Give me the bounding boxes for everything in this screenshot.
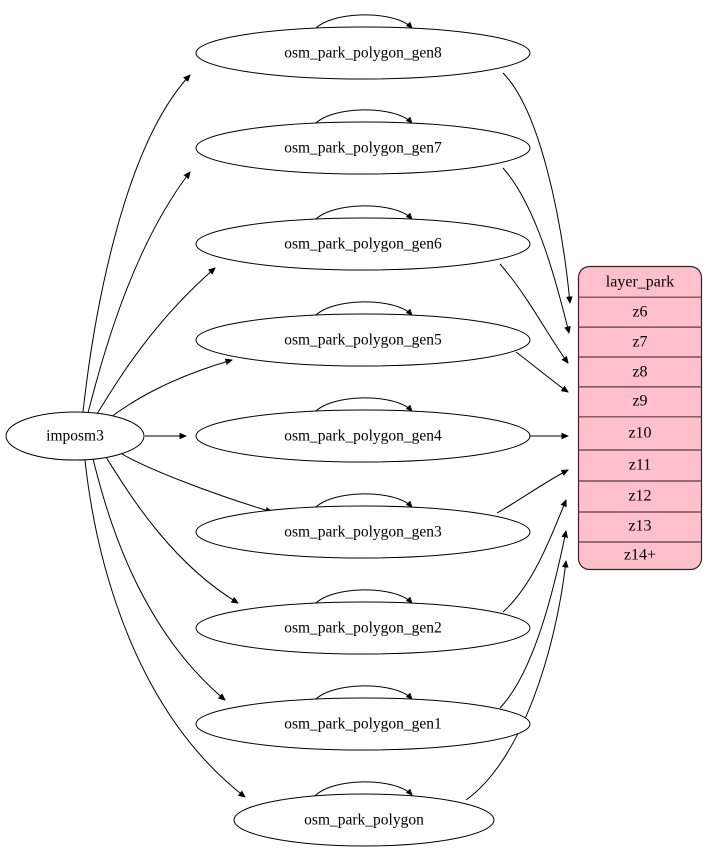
- edge-imposm3-to-gen6: [96, 268, 215, 415]
- edges-source-to-tables: [82, 75, 272, 797]
- layer-park-header: layer_park: [606, 274, 674, 291]
- layer-park-row-z8[interactable]: z8: [632, 364, 647, 381]
- gen8-label: osm_park_polygon_gen8: [284, 45, 442, 62]
- edge-imposm3-to-base: [84, 459, 245, 797]
- node-gen3[interactable]: osm_park_polygon_gen3: [195, 505, 531, 559]
- self-loop-gen8: [312, 14, 412, 32]
- edge-gen3-to-z11: [496, 470, 568, 514]
- gen5-label: osm_park_polygon_gen5: [284, 332, 442, 349]
- base-label: osm_park_polygon: [304, 812, 424, 829]
- self-loop-gen1: [312, 685, 412, 703]
- self-loops: [312, 14, 412, 799]
- gen4-ellipse[interactable]: [195, 409, 531, 463]
- edge-gen1-to-z13: [499, 531, 566, 709]
- layer-park-row-z13[interactable]: z13: [628, 518, 651, 535]
- gen8-ellipse[interactable]: [195, 26, 531, 80]
- self-loop-gen5: [312, 301, 412, 319]
- layer-park-table[interactable]: layer_park z6 z7 z8 z9 z10 z11 z12 z13 z…: [577, 265, 703, 571]
- gen7-ellipse[interactable]: [195, 121, 531, 175]
- node-imposm3[interactable]: imposm3: [5, 411, 145, 461]
- gen5-ellipse[interactable]: [195, 313, 531, 367]
- layer-park-body: [577, 265, 703, 571]
- layer-park-row-z6[interactable]: z6: [632, 304, 647, 321]
- edge-gen8-to-z6: [502, 72, 570, 303]
- node-gen6[interactable]: osm_park_polygon_gen6: [195, 217, 531, 271]
- gen6-ellipse[interactable]: [195, 217, 531, 271]
- layer-park-row-z7[interactable]: z7: [632, 334, 647, 351]
- node-gen4[interactable]: osm_park_polygon_gen4: [195, 409, 531, 463]
- gen4-label: osm_park_polygon_gen4: [284, 428, 442, 445]
- gen3-label: osm_park_polygon_gen3: [284, 524, 442, 541]
- node-gen1[interactable]: osm_park_polygon_gen1: [195, 697, 531, 751]
- edge-imposm3-to-gen2: [105, 456, 238, 603]
- node-gen2[interactable]: osm_park_polygon_gen2: [195, 601, 531, 655]
- edge-imposm3-to-gen5: [110, 360, 232, 418]
- edge-imposm3-to-gen1: [92, 458, 225, 700]
- base-ellipse[interactable]: [233, 793, 495, 847]
- self-loop-gen6: [312, 205, 412, 223]
- edges-tables-to-layer: [465, 72, 570, 801]
- layer-park-row-z14plus[interactable]: z14+: [624, 547, 656, 564]
- self-loop-gen7: [312, 109, 412, 127]
- self-loop-gen4: [312, 397, 412, 415]
- layer-park-row-z10[interactable]: z10: [628, 425, 651, 442]
- layer-park-row-z12[interactable]: z12: [628, 488, 651, 505]
- edge-base-to-z14: [465, 561, 566, 801]
- node-base[interactable]: osm_park_polygon: [233, 793, 495, 847]
- gen2-ellipse[interactable]: [195, 601, 531, 655]
- edge-gen7-to-z7: [502, 167, 569, 333]
- edge-imposm3-to-gen7: [87, 172, 190, 414]
- gen2-label: osm_park_polygon_gen2: [284, 620, 442, 637]
- gen7-label: osm_park_polygon_gen7: [284, 140, 442, 157]
- imposm3-label: imposm3: [46, 428, 104, 445]
- layer-park-row-z11[interactable]: z11: [629, 457, 652, 474]
- gen1-label: osm_park_polygon_gen1: [284, 716, 442, 733]
- gen1-ellipse[interactable]: [195, 697, 531, 751]
- edge-imposm3-to-gen3: [121, 453, 272, 512]
- layer-park-row-z9[interactable]: z9: [632, 393, 647, 410]
- edge-imposm3-to-gen8: [82, 75, 190, 413]
- imposm3-ellipse[interactable]: [5, 411, 145, 461]
- node-gen8[interactable]: osm_park_polygon_gen8: [195, 26, 531, 80]
- node-gen5[interactable]: osm_park_polygon_gen5: [195, 313, 531, 367]
- gen6-label: osm_park_polygon_gen6: [284, 236, 442, 253]
- edge-gen2-to-z12: [502, 500, 566, 613]
- self-loop-base: [312, 781, 412, 799]
- edge-gen5-to-z9: [515, 351, 568, 392]
- node-gen7[interactable]: osm_park_polygon_gen7: [195, 121, 531, 175]
- self-loop-gen2: [312, 589, 412, 607]
- edge-gen6-to-z8: [499, 263, 568, 363]
- self-loop-gen3: [312, 493, 412, 511]
- gen3-ellipse[interactable]: [195, 505, 531, 559]
